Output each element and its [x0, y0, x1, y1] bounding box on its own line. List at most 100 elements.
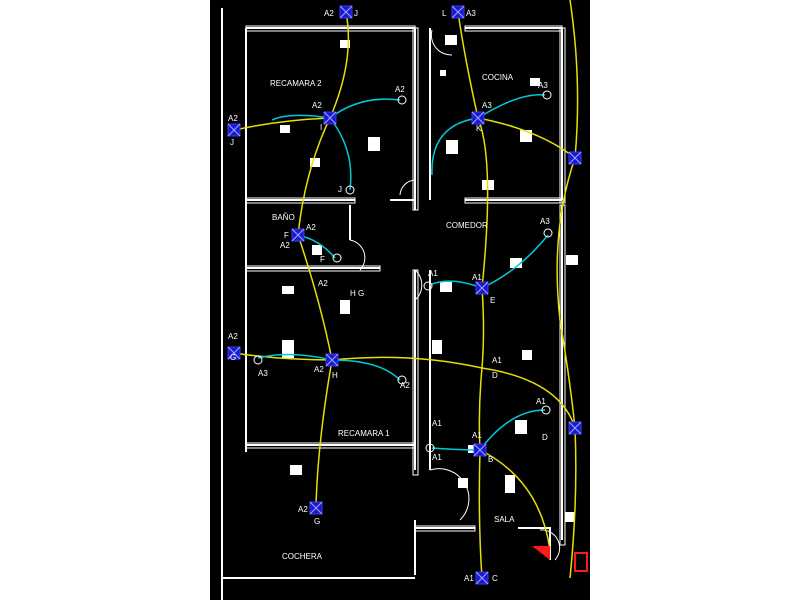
symbol-block: [515, 420, 527, 434]
fixture-left-g-id: G: [230, 353, 236, 362]
fixture-g-id: G: [314, 517, 320, 526]
fixture-left-j-id: J: [230, 138, 234, 147]
symbol-block: [565, 512, 575, 522]
switch-icon: [397, 375, 407, 385]
switch-label-a2-bano: A2: [306, 223, 316, 232]
switch-icon: [332, 253, 342, 263]
switch-label-a3-cocina: A3: [538, 81, 548, 90]
fixture-top-j-circuit: A2: [324, 9, 334, 18]
switch-label-d-right: D: [542, 433, 548, 442]
circuit-branch: [257, 93, 549, 451]
room-label-cocina: COCINA: [482, 73, 514, 82]
fixture-h-circuit: A2: [314, 365, 324, 374]
switch-label-a1-d: A1: [536, 397, 546, 406]
fixture-g-circuit: A2: [298, 505, 308, 514]
switch-icon: [397, 95, 407, 105]
fixture-i-circuit: A2: [312, 101, 322, 110]
fixture-f-id: F: [284, 231, 289, 240]
symbol-block: [468, 445, 478, 453]
switch-label-a2-left: A2: [400, 381, 410, 390]
floor-plan-drawing: RECAMARA 2 COCINA BAÑO COMEDOR RECAMARA …: [221, 0, 588, 600]
room-label-recamara-2: RECAMARA 2: [270, 79, 322, 88]
switch-icon: [425, 443, 435, 453]
walls: [221, 8, 563, 600]
door-swings: [349, 29, 561, 561]
fixture-b-circuit: A1: [472, 431, 482, 440]
symbol-block: [510, 258, 522, 268]
symbol-block: [282, 340, 294, 358]
symbol-block: [368, 137, 380, 151]
circuit-main: [233, 0, 579, 579]
fixture-labels: A2 J L A3 A2 J A2 I A3 K F A2 A1 E A2 G …: [228, 9, 502, 583]
door-cocina: [430, 29, 453, 56]
symbol-block: [432, 340, 442, 354]
switch-label-a2-top: A2: [395, 85, 405, 94]
room-label-sala: SALA: [494, 515, 515, 524]
switch-label-j-lower: J: [338, 185, 342, 194]
floor-plan-canvas: RECAMARA 2 COCINA BAÑO COMEDOR RECAMARA …: [210, 0, 590, 600]
door-comedor: [414, 269, 423, 301]
fixture-d-id: D: [492, 371, 498, 380]
panel-arrow: [532, 546, 550, 560]
switch-icon: [253, 355, 263, 365]
fixture-c-circuit: A1: [464, 574, 474, 583]
fixture-left-j-circuit: A2: [228, 114, 238, 123]
symbol-block: [280, 125, 290, 133]
switch-label-hg: H G: [350, 289, 364, 298]
switch-labels: A2 A3 J A3 A2 F A2 H G A1 A1 A2 A1 D A1 …: [258, 81, 550, 462]
fixture-h-id: H: [332, 371, 338, 380]
symbol-block: [340, 300, 350, 314]
meter-box: [574, 552, 588, 572]
door-rec1: [429, 468, 470, 521]
switch-icon: [542, 90, 552, 100]
switch-icon: [543, 228, 553, 238]
switch-label-f-small: F: [320, 255, 325, 264]
fixture-e-id: E: [490, 296, 495, 305]
fixture-i-id: I: [320, 123, 322, 132]
room-label-cochera: COCHERA: [282, 552, 323, 561]
symbol-block: [566, 255, 578, 265]
fixture-k-id: K: [476, 124, 482, 133]
symbol-block: [446, 140, 458, 154]
room-labels: RECAMARA 2 COCINA BAÑO COMEDOR RECAMARA …: [270, 73, 515, 561]
door-sala: [539, 529, 561, 561]
symbol-block: [505, 475, 515, 493]
fixture-top-j-id: J: [354, 9, 358, 18]
service-panel: [532, 546, 588, 572]
switch-label-a3-comedor: A3: [540, 217, 550, 226]
fixture-crosses: [227, 5, 582, 585]
room-label-bano: BAÑO: [272, 213, 295, 222]
symbol-block: [530, 78, 540, 86]
symbol-block: [440, 70, 446, 76]
switch-label-a1-left: A1: [432, 419, 442, 428]
symbol-block: [312, 245, 322, 255]
fixture-b-id: B: [488, 455, 493, 464]
symbol-block: [282, 286, 294, 294]
symbol-block: [522, 350, 532, 360]
symbol-block: [310, 158, 320, 167]
switch-icon: [345, 185, 355, 195]
fixture-top-l-id: A3: [466, 9, 476, 18]
switch-label-a1-c: A1: [432, 453, 442, 462]
symbol-block: [458, 478, 468, 488]
switch-symbols: [253, 90, 553, 453]
door-bano: [349, 239, 366, 271]
symbol-block: [290, 465, 302, 475]
symbol-block: [445, 35, 457, 45]
symbol-block: [440, 282, 452, 292]
fixture-e-circuit: A1: [472, 273, 482, 282]
fixture-top-l-circuit: L: [442, 9, 447, 18]
switch-icon: [541, 405, 551, 415]
switch-label-a2-hg: A2: [318, 279, 328, 288]
door-rec2: [399, 179, 416, 196]
fixture-left-g-circuit: A2: [228, 332, 238, 341]
fixture-d-circuit: A1: [492, 356, 502, 365]
room-label-comedor: COMEDOR: [446, 221, 488, 230]
room-label-recamara-1: RECAMARA 1: [338, 429, 390, 438]
fixture-c-id: C: [492, 574, 498, 583]
switch-icon: [423, 281, 433, 291]
fixture-k-circuit: A3: [482, 101, 492, 110]
fixture-f-circuit: A2: [280, 241, 290, 250]
switch-label-a1-e: A1: [428, 269, 438, 278]
switch-label-a3-c: A3: [258, 369, 268, 378]
